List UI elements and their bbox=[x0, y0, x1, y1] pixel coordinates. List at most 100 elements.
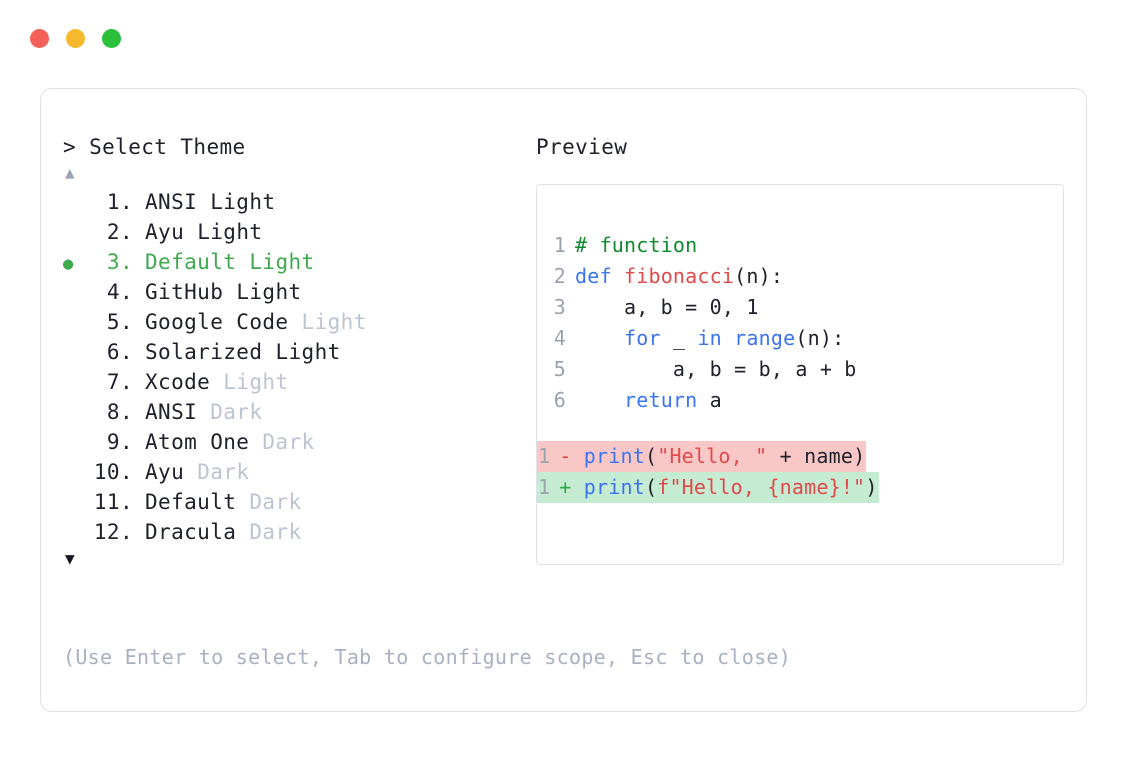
code-text: def fibonacci(n): bbox=[575, 261, 783, 292]
code-token: print bbox=[583, 444, 645, 468]
minimize-window-icon[interactable] bbox=[66, 29, 85, 48]
line-number: 1 bbox=[553, 233, 566, 257]
theme-list-item[interactable]: 5. Google Code Light bbox=[63, 307, 523, 337]
theme-item-number: 5. bbox=[106, 310, 133, 334]
code-token: for bbox=[623, 326, 661, 350]
theme-item-name: Xcode Light bbox=[145, 370, 289, 394]
keyboard-hint: (Use Enter to select, Tab to configure s… bbox=[63, 645, 792, 669]
code-text: a, b = 0, 1 bbox=[575, 292, 759, 323]
theme-list-item[interactable]: 4. GitHub Light bbox=[63, 277, 523, 307]
code-token: range bbox=[734, 326, 796, 350]
code-token: f"Hello, {name}!" bbox=[657, 475, 866, 499]
theme-item-name: Default Dark bbox=[145, 490, 302, 514]
theme-list-item[interactable]: 12. Dracula Dark bbox=[63, 517, 523, 547]
theme-list-item[interactable]: 9. Atom One Dark bbox=[63, 427, 523, 457]
window-traffic-lights bbox=[30, 29, 121, 48]
theme-item-number: 7. bbox=[106, 370, 133, 394]
theme-item-variant: Dark bbox=[262, 430, 315, 454]
theme-item-number: 6. bbox=[106, 340, 133, 364]
theme-picker-card: > Select Theme ▲ 1. ANSI Light 2.Ayu Light… bbox=[40, 88, 1087, 712]
preview-label: Preview bbox=[536, 135, 628, 159]
diff-highlight: 1- print("Hello, " + name) bbox=[537, 441, 867, 472]
diff-added-line: 1+ print(f"Hello, {name}!") bbox=[537, 472, 1063, 503]
theme-item-number: 12. bbox=[93, 520, 133, 544]
theme-item-variant: Light bbox=[249, 250, 315, 274]
theme-item-name: Google Code Light bbox=[145, 310, 367, 334]
code-text: a, b = b, a + b bbox=[575, 354, 857, 385]
theme-item-number: 8. bbox=[106, 400, 133, 424]
code-token: (n): bbox=[795, 326, 845, 350]
theme-list-item[interactable]: 8.ANSI Dark bbox=[63, 397, 523, 427]
code-token: print bbox=[583, 475, 645, 499]
diff-highlight: 1+ print(f"Hello, {name}!") bbox=[537, 472, 879, 503]
theme-item-name: Default Light bbox=[145, 250, 315, 274]
theme-list-item[interactable]: 10. Ayu Dark bbox=[63, 457, 523, 487]
code-token: "Hello, " bbox=[657, 444, 768, 468]
theme-list-item[interactable]: ●3.Default Light bbox=[63, 247, 523, 277]
theme-list-item[interactable]: 11. Default Dark bbox=[63, 487, 523, 517]
diff-removed-line: 1- print("Hello, " + name) bbox=[537, 441, 1063, 472]
theme-item-number: 11. bbox=[93, 490, 133, 514]
select-theme-prompt: > Select Theme bbox=[63, 135, 246, 159]
line-number: 4 bbox=[553, 326, 566, 350]
theme-item-name: GitHub Light bbox=[145, 280, 302, 304]
theme-item-name: ANSI Light bbox=[145, 190, 276, 214]
theme-list-item[interactable]: 1. ANSI Light bbox=[63, 187, 523, 217]
line-number: 2 bbox=[553, 264, 566, 288]
code-token: _ bbox=[660, 326, 698, 350]
code-line: 5 a, b = b, a + b bbox=[537, 354, 1063, 385]
code-token bbox=[575, 326, 624, 350]
theme-item-variant: Light bbox=[210, 190, 276, 214]
code-token: ( bbox=[644, 444, 658, 468]
theme-list-item[interactable]: 2.Ayu Light bbox=[63, 217, 523, 247]
scroll-down-icon[interactable]: ▼ bbox=[65, 549, 75, 568]
theme-item-number: 9. bbox=[106, 430, 133, 454]
theme-item-name: Dracula Dark bbox=[145, 520, 302, 544]
theme-item-variant: Light bbox=[301, 310, 367, 334]
code-token: (n): bbox=[734, 264, 784, 288]
line-number: 1 bbox=[538, 444, 551, 468]
theme-item-variant: Dark bbox=[249, 490, 302, 514]
code-line: 2 def fibonacci(n): bbox=[537, 261, 1063, 292]
line-number: 6 bbox=[553, 388, 566, 412]
theme-item-variant: Dark bbox=[197, 460, 250, 484]
theme-item-name: Ayu Dark bbox=[145, 460, 250, 484]
code-line: 6 return a bbox=[537, 385, 1063, 416]
code-line: 4 for _ in range(n): bbox=[537, 323, 1063, 354]
theme-item-number: 1. bbox=[106, 190, 133, 214]
theme-item-name: Atom One Dark bbox=[145, 430, 315, 454]
theme-item-variant: Light bbox=[223, 370, 289, 394]
theme-item-variant: Dark bbox=[249, 520, 302, 544]
close-window-icon[interactable] bbox=[30, 29, 49, 48]
diff-sign: + bbox=[559, 475, 584, 499]
theme-item-number: 4. bbox=[106, 280, 133, 304]
code-token: ) bbox=[853, 444, 866, 468]
diff-block: 1- print("Hello, " + name)1+ print(f"Hel… bbox=[537, 441, 1063, 503]
line-number: 5 bbox=[553, 357, 566, 381]
code-line: 1 # function bbox=[537, 230, 1063, 261]
code-token: a, b = 0, 1 bbox=[575, 295, 759, 319]
diff-sign: - bbox=[559, 444, 584, 468]
theme-item-variant: Light bbox=[236, 280, 302, 304]
theme-select-panel: > Select Theme ▲ 1. ANSI Light 2.Ayu Light… bbox=[63, 133, 523, 571]
code-token: + name bbox=[767, 444, 854, 468]
code-text: return a bbox=[575, 385, 722, 416]
theme-list-item[interactable]: 7. Xcode Light bbox=[63, 367, 523, 397]
code-token: ) bbox=[865, 475, 878, 499]
maximize-window-icon[interactable] bbox=[102, 29, 121, 48]
code-token bbox=[575, 388, 624, 412]
code-token: return bbox=[623, 388, 698, 412]
theme-item-variant: Light bbox=[275, 340, 341, 364]
theme-list-item[interactable]: 6.Solarized Light bbox=[63, 337, 523, 367]
code-token: in bbox=[697, 326, 735, 350]
theme-item-number: 3. bbox=[106, 250, 133, 274]
theme-item-number: 10. bbox=[93, 460, 133, 484]
code-token: fibonacci bbox=[623, 264, 735, 288]
theme-item-number: 2. bbox=[106, 220, 133, 244]
scroll-up-icon[interactable]: ▲ bbox=[65, 163, 75, 182]
code-text: # function bbox=[575, 230, 697, 261]
